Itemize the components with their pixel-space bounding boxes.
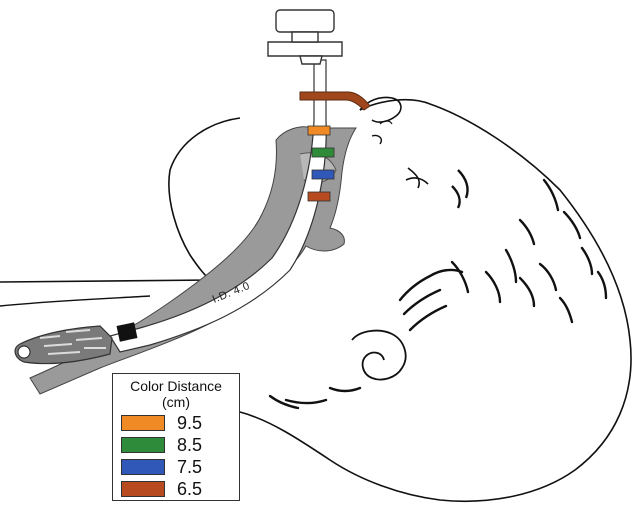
band-green	[312, 148, 334, 157]
legend-value: 8.5	[177, 434, 202, 456]
legend-row: 7.5	[121, 456, 233, 476]
legend-swatch	[121, 415, 165, 431]
legend-swatch	[121, 459, 165, 475]
blade	[300, 92, 370, 110]
legend-value: 6.5	[177, 478, 202, 500]
legend: Color Distance (cm) 9.5 8.5 7.5 6.5	[112, 373, 240, 501]
legend-value: 9.5	[177, 412, 202, 434]
legend-row: 8.5	[121, 434, 233, 454]
ear	[352, 331, 406, 380]
eye	[406, 168, 428, 188]
legend-title: Color Distance	[113, 378, 239, 394]
tube-connector-neck	[292, 32, 318, 42]
eyebrow	[452, 170, 468, 208]
band-blue	[312, 170, 334, 179]
legend-unit: (cm)	[113, 394, 239, 410]
tube-connector-top	[276, 10, 334, 32]
tube-tip-eye	[18, 346, 30, 358]
tube-connector-stem	[300, 56, 322, 64]
shoulder-outline	[0, 296, 150, 306]
legend-row: 6.5	[121, 478, 233, 498]
band-rust	[308, 192, 330, 201]
neck-outline	[0, 118, 240, 282]
lip	[372, 135, 381, 144]
legend-swatch	[121, 481, 165, 497]
legend-row: 9.5	[121, 412, 233, 432]
tube-connector-flange	[268, 42, 342, 56]
legend-swatch	[121, 437, 165, 453]
legend-value: 7.5	[177, 456, 202, 478]
band-orange	[308, 126, 330, 135]
